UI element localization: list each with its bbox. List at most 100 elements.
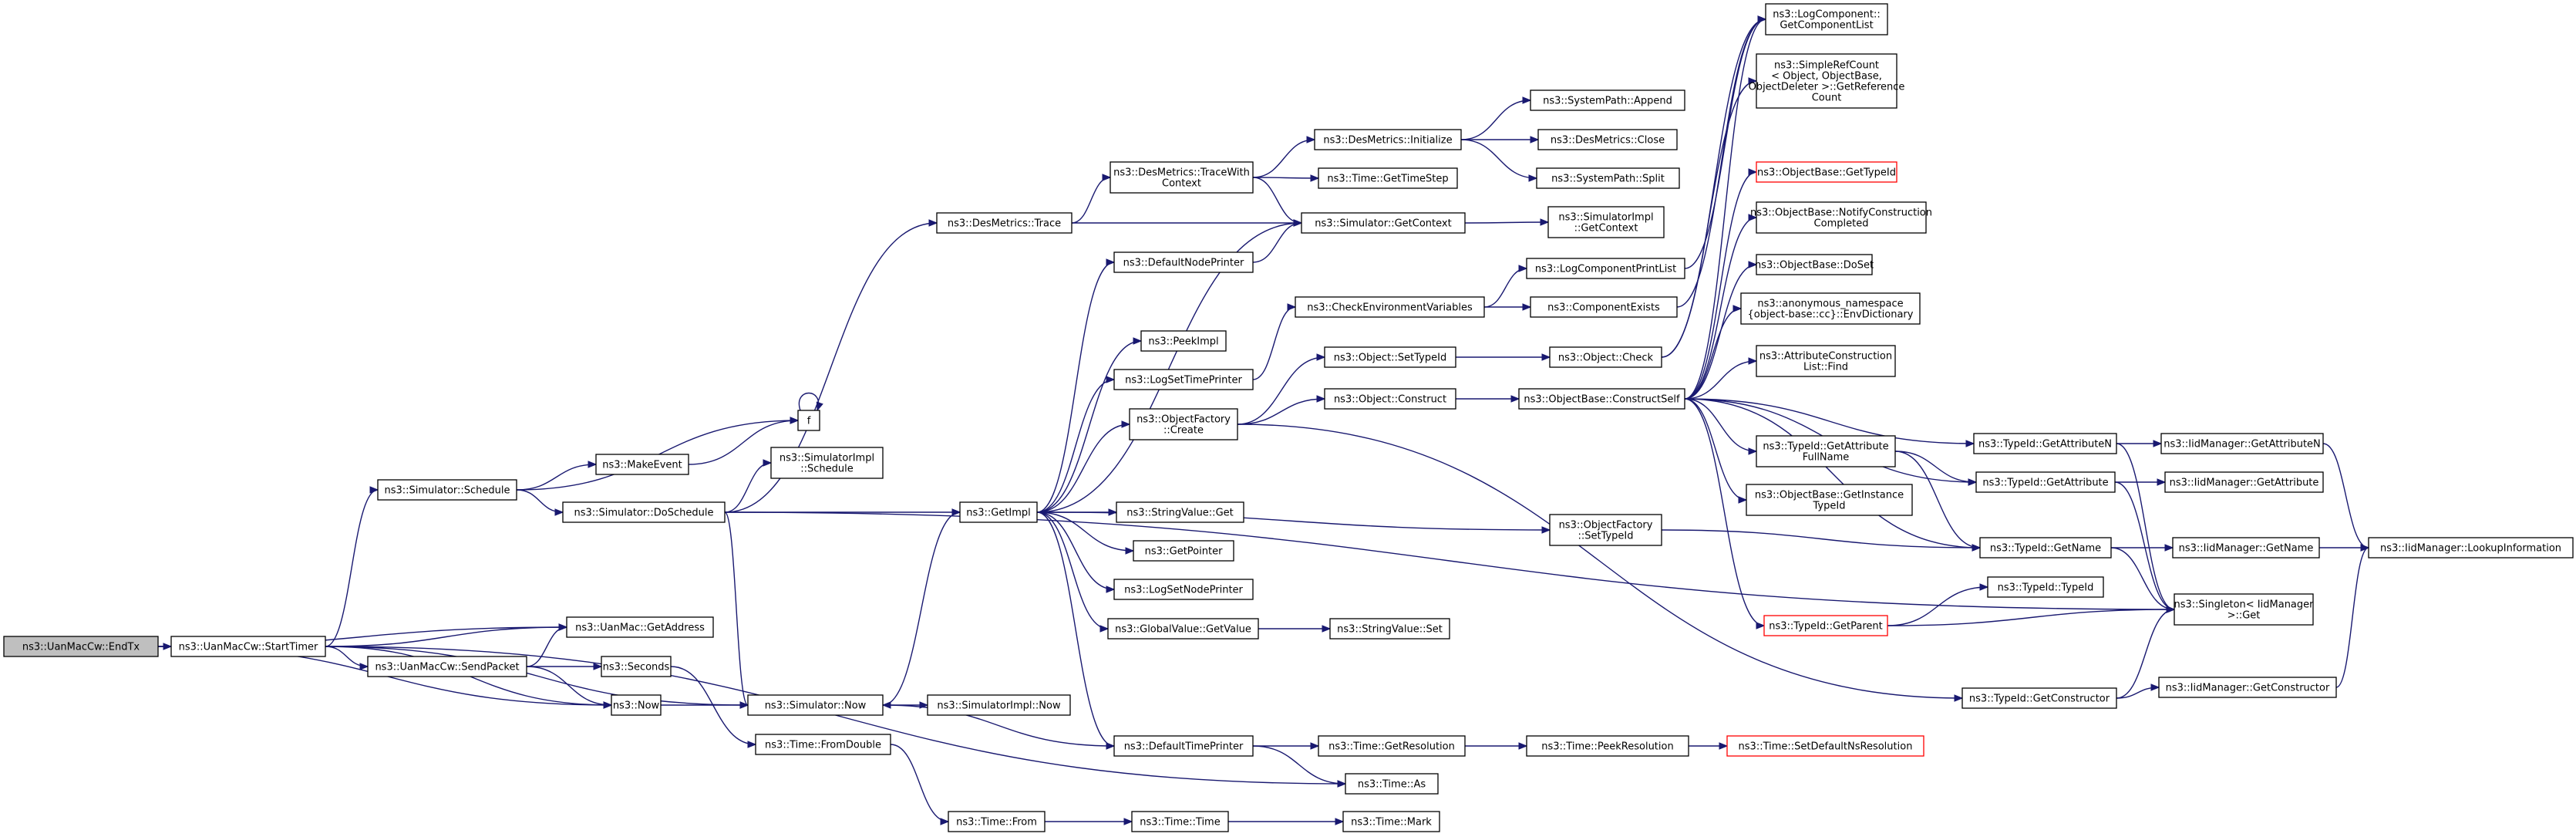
node-label: ns3::UanMacCw::StartTimer: [179, 642, 318, 653]
node-starttimer[interactable]: ns3::UanMacCw::StartTimer: [170, 636, 326, 657]
edge-arrowhead: [1522, 96, 1532, 104]
node-doschedule[interactable]: ns3::Simulator::DoSchedule: [562, 501, 726, 523]
edge-iidgetattrn-to-iidlookup: [2322, 443, 2370, 552]
node-box: [1526, 258, 1685, 279]
node-fromdouble[interactable]: ns3::Time::FromDouble: [755, 734, 891, 755]
node-envdict[interactable]: ns3::anonymous_namespace{object-base::cc…: [1740, 292, 1921, 325]
edge-makeevent-to-f: [688, 417, 800, 465]
node-simimplgetctx[interactable]: ns3::SimulatorImpl::GetContext: [1547, 206, 1665, 238]
node-logcompprintlist[interactable]: ns3::LogComponentPrintList: [1526, 258, 1685, 279]
node-timemark[interactable]: ns3::Time::Mark: [1342, 811, 1440, 832]
edge-arrowhead: [951, 508, 961, 516]
node-syspathsplit[interactable]: ns3::SystemPath::Split: [1536, 167, 1680, 189]
node-destrace[interactable]: ns3::DesMetrics::Trace: [936, 212, 1072, 234]
edge-timepeekres-to-timesetdefns: [1689, 742, 1729, 750]
node-makeevent[interactable]: ns3::MakeEvent: [595, 454, 689, 475]
node-simschedule[interactable]: ns3::Simulator::Schedule: [377, 479, 517, 501]
node-timefrom[interactable]: ns3::Time::From: [948, 811, 1046, 832]
node-timepeekres[interactable]: ns3::Time::PeekResolution: [1526, 735, 1689, 757]
edge-line: [1684, 398, 1975, 444]
node-objbasenotify[interactable]: ns3::ObjectBase::NotifyConstructionCompl…: [1750, 201, 1932, 234]
edge-arrowhead: [1102, 174, 1112, 181]
edge-getimpl-to-logsettimeprinter: [1036, 376, 1116, 513]
node-box: [797, 410, 820, 431]
node-logsetnodeprinter[interactable]: ns3::LogSetNodePrinter: [1113, 579, 1254, 600]
edge-line: [2110, 547, 2175, 610]
node-tidgetname[interactable]: ns3::TypeId::GetName: [1979, 537, 2112, 559]
node-getpointer[interactable]: ns3::GetPointer: [1133, 540, 1234, 562]
node-endtx[interactable]: ns3::UanMacCw::EndTx: [3, 636, 159, 657]
node-objbasedoset[interactable]: ns3::ObjectBase::DoSet: [1755, 254, 1874, 275]
node-desclose[interactable]: ns3::DesMetrics::Close: [1537, 129, 1678, 150]
node-defnodeprinter[interactable]: ns3::DefaultNodePrinter: [1113, 251, 1254, 273]
node-objfactsettypeid[interactable]: ns3::ObjectFactory::SetTypeId: [1549, 514, 1662, 546]
node-objfactcreate[interactable]: ns3::ObjectFactory::Create: [1129, 408, 1238, 440]
node-tidgetattr[interactable]: ns3::TypeId::GetAttribute: [1975, 471, 2116, 493]
node-logcompgetlist[interactable]: ns3::LogComponent::GetComponentList: [1765, 3, 1888, 35]
node-compexists[interactable]: ns3::ComponentExists: [1530, 296, 1678, 318]
edge-arrowhead: [603, 701, 613, 709]
node-syspathappend[interactable]: ns3::SystemPath::Append: [1530, 89, 1685, 111]
node-stringvalueget[interactable]: ns3::StringValue::Get: [1116, 501, 1244, 523]
node-sendpacket[interactable]: ns3::UanMacCw::SendPacket: [367, 656, 527, 677]
edge-arrowhead: [588, 461, 598, 468]
edge-line: [2322, 443, 2369, 548]
node-box: [2164, 471, 2324, 493]
node-stringvalueset[interactable]: ns3::StringValue::Set: [1329, 618, 1450, 640]
node-logsettimeprinter[interactable]: ns3::LogSetTimePrinter: [1113, 369, 1254, 390]
node-simgetcontext[interactable]: ns3::Simulator::GetContext: [1301, 212, 1466, 234]
node-timesetdefns[interactable]: ns3::Time::SetDefaultNsResolution: [1726, 735, 1924, 757]
node-objbasegettypeid[interactable]: ns3::ObjectBase::GetTypeId: [1756, 161, 1897, 183]
edge-simschedule-to-makeevent: [516, 461, 598, 491]
node-timetime[interactable]: ns3::Time::Time: [1131, 811, 1229, 832]
node-simimplnow[interactable]: ns3::SimulatorImpl::Now: [927, 694, 1071, 716]
node-timeas[interactable]: ns3::Time::As: [1345, 773, 1439, 795]
node-getimpl[interactable]: ns3::GetImpl: [959, 501, 1038, 523]
edge-line: [1894, 451, 1981, 548]
edge-checkenv-to-compexists: [1484, 303, 1532, 311]
node-objcheck[interactable]: ns3::Object::Check: [1549, 346, 1662, 368]
node-simplerefcount[interactable]: ns3::SimpleRefCount< Object, ObjectBase,…: [1749, 53, 1905, 109]
node-tidgetparent[interactable]: ns3::TypeId::GetParent: [1763, 615, 1888, 636]
node-peekimpl[interactable]: ns3::PeekImpl: [1140, 330, 1227, 352]
node-singletonget[interactable]: ns3::Singleton< IidManager>::Get: [2174, 593, 2314, 626]
node-objconstruct[interactable]: ns3::Object::Construct: [1324, 388, 1456, 410]
node-objsettypeid[interactable]: ns3::Object::SetTypeId: [1324, 346, 1456, 368]
node-simnow[interactable]: ns3::Simulator::Now: [747, 694, 884, 716]
node-objbasecs[interactable]: ns3::ObjectBase::ConstructSelf: [1518, 388, 1685, 410]
node-gvgetvalue[interactable]: ns3::GlobalValue::GetValue: [1107, 618, 1259, 640]
edge-tidgetname-to-singletonget: [2110, 547, 2176, 613]
node-box: [1740, 292, 1921, 325]
node-seconds[interactable]: ns3::Seconds: [601, 656, 672, 677]
node-timegetres[interactable]: ns3::Time::GetResolution: [1318, 735, 1466, 757]
node-box: [1979, 537, 2112, 559]
node-tidgetattrn[interactable]: ns3::TypeId::GetAttributeN: [1973, 433, 2117, 454]
node-iidgetctor[interactable]: ns3::IidManager::GetConstructor: [2158, 677, 2337, 698]
node-iidgetattr[interactable]: ns3::IidManager::GetAttribute: [2164, 471, 2324, 493]
node-f[interactable]: f: [797, 410, 820, 431]
node-timegettimestep[interactable]: ns3::Time::GetTimeStep: [1318, 167, 1458, 189]
edge-arrowhead: [1322, 625, 1332, 633]
edge-line: [1676, 19, 1766, 308]
node-box: [2160, 433, 2324, 454]
node-iidgetattrn[interactable]: ns3::IidManager::GetAttributeN: [2160, 433, 2324, 454]
node-iidlookup[interactable]: ns3::IidManager::LookupInformation: [2368, 537, 2574, 559]
node-box: [1329, 618, 1450, 640]
node-checkenv[interactable]: ns3::CheckEnvironmentVariables: [1295, 296, 1485, 318]
node-simimplschedule[interactable]: ns3::SimulatorImpl::Schedule: [770, 447, 884, 479]
node-box: [1324, 346, 1456, 368]
node-tidgetctor[interactable]: ns3::TypeId::GetConstructor: [1961, 687, 2117, 709]
node-desinit[interactable]: ns3::DesMetrics::Initialize: [1314, 129, 1462, 150]
node-deftimeprinter[interactable]: ns3::DefaultTimePrinter: [1113, 735, 1254, 757]
node-label: ns3::StringValue::Get: [1126, 508, 1233, 519]
node-getaddress[interactable]: ns3::UanMac::GetAddress: [566, 616, 714, 638]
edge-line: [1252, 745, 1346, 785]
edge-line: [1894, 451, 1977, 483]
node-iidgetname[interactable]: ns3::IidManager::GetName: [2172, 537, 2320, 559]
node-now[interactable]: ns3::Now: [611, 694, 662, 716]
node-tidtypeid[interactable]: ns3::TypeId::TypeId: [1987, 576, 2104, 598]
